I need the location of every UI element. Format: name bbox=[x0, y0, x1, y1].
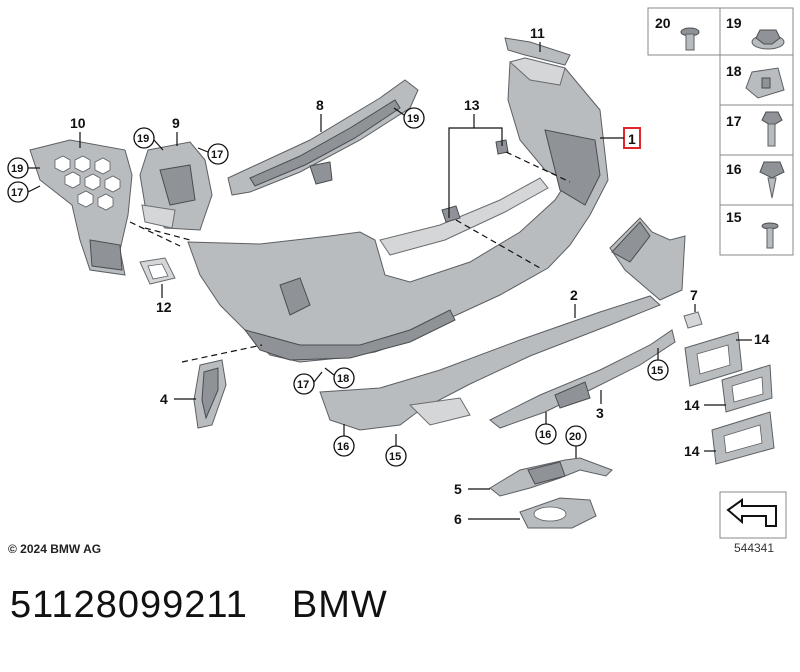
callout-1-highlighted: 1 bbox=[600, 127, 641, 149]
callout-7: 7 bbox=[690, 287, 698, 312]
svg-text:1: 1 bbox=[628, 131, 636, 147]
svg-text:12: 12 bbox=[156, 299, 172, 315]
callout-17-left: 17 bbox=[7, 181, 41, 203]
brand-name: BMW bbox=[291, 584, 388, 626]
svg-text:20: 20 bbox=[655, 15, 671, 31]
svg-text:8: 8 bbox=[316, 97, 324, 113]
svg-text:17: 17 bbox=[726, 113, 742, 129]
part-1-bumper-panel bbox=[187, 37, 609, 363]
legend-item-17: 17 bbox=[726, 111, 783, 147]
part-14-plate-brackets bbox=[684, 331, 775, 465]
callout-19-left: 19 bbox=[7, 157, 40, 179]
svg-text:15: 15 bbox=[726, 209, 742, 225]
svg-text:13: 13 bbox=[464, 97, 480, 113]
screw-icon bbox=[761, 111, 783, 147]
svg-text:17: 17 bbox=[211, 149, 223, 161]
expanding-rivet-icon bbox=[761, 222, 779, 249]
callout-20-exhaust: 20 bbox=[565, 425, 587, 458]
callout-6: 6 bbox=[454, 511, 520, 527]
clip-nut-icon bbox=[745, 67, 785, 99]
tapping-screw-icon bbox=[759, 161, 785, 199]
part-7-cap bbox=[683, 311, 703, 329]
svg-text:10: 10 bbox=[70, 115, 86, 131]
bolt-icon bbox=[680, 27, 700, 51]
svg-text:6: 6 bbox=[454, 511, 462, 527]
part-2-lower-trim bbox=[319, 217, 686, 431]
svg-text:16: 16 bbox=[726, 161, 742, 177]
legend-item-16: 16 bbox=[726, 161, 785, 199]
direction-arrow-icon bbox=[726, 498, 777, 527]
callout-14-mid: 14 bbox=[684, 397, 726, 413]
callout-19-carrier: 19 bbox=[393, 107, 425, 129]
svg-text:9: 9 bbox=[172, 115, 180, 131]
legend-item-19: 19 bbox=[726, 15, 785, 50]
part-3-diffuser bbox=[489, 329, 676, 429]
svg-text:16: 16 bbox=[337, 441, 349, 453]
callout-19-bracket9: 19 bbox=[133, 127, 164, 151]
callout-16-left: 16 bbox=[333, 424, 355, 457]
callout-16-right: 16 bbox=[535, 412, 557, 445]
nut-icon bbox=[751, 29, 785, 50]
part-number: 51128099211 bbox=[10, 584, 248, 626]
svg-text:17: 17 bbox=[11, 187, 23, 199]
svg-text:7: 7 bbox=[690, 287, 698, 303]
svg-text:18: 18 bbox=[726, 63, 742, 79]
svg-text:19: 19 bbox=[137, 133, 149, 145]
part-number-line: 51128099211 BMW bbox=[10, 584, 432, 627]
part-8-carrier bbox=[227, 79, 419, 196]
svg-text:14: 14 bbox=[754, 331, 770, 347]
legend-item-15: 15 bbox=[726, 209, 779, 249]
part-13-clips bbox=[441, 127, 509, 223]
callout-2: 2 bbox=[570, 287, 578, 318]
svg-text:16: 16 bbox=[539, 429, 551, 441]
svg-text:15: 15 bbox=[651, 365, 663, 377]
callout-8: 8 bbox=[316, 97, 324, 132]
svg-text:19: 19 bbox=[11, 163, 23, 175]
svg-text:2: 2 bbox=[570, 287, 578, 303]
callout-14-top: 14 bbox=[736, 331, 770, 347]
part-9-bracket bbox=[139, 141, 213, 231]
callout-11: 11 bbox=[530, 25, 545, 52]
orientation-arrow-box bbox=[719, 491, 787, 539]
callout-13: 13 bbox=[464, 97, 480, 128]
callout-17-bumper: 17 bbox=[293, 371, 323, 395]
callout-17-bracket9: 17 bbox=[197, 143, 229, 165]
svg-text:11: 11 bbox=[530, 25, 545, 41]
callout-12: 12 bbox=[156, 284, 172, 315]
callout-15-right: 15 bbox=[647, 348, 669, 381]
svg-text:15: 15 bbox=[389, 451, 401, 463]
part-10-bracket-left bbox=[29, 139, 133, 276]
svg-text:5: 5 bbox=[454, 481, 462, 497]
fastener-legend: 20 19 18 17 bbox=[647, 7, 794, 256]
svg-text:20: 20 bbox=[569, 431, 581, 443]
callout-4: 4 bbox=[160, 391, 196, 407]
callout-15-left: 15 bbox=[385, 434, 407, 467]
svg-text:19: 19 bbox=[407, 113, 419, 125]
part-4-reflector bbox=[193, 359, 227, 429]
legend-item-18: 18 bbox=[726, 63, 785, 99]
callout-18-bumper: 18 bbox=[324, 367, 355, 389]
svg-text:3: 3 bbox=[596, 405, 604, 421]
svg-text:18: 18 bbox=[337, 373, 349, 385]
svg-text:14: 14 bbox=[684, 443, 700, 459]
diagram-id: 544341 bbox=[733, 541, 775, 555]
svg-text:4: 4 bbox=[160, 391, 168, 407]
part-12-gasket bbox=[139, 257, 176, 285]
svg-text:14: 14 bbox=[684, 397, 700, 413]
callout-10: 10 bbox=[70, 115, 86, 148]
legend-item-20: 20 bbox=[655, 15, 700, 51]
part-5-exhaust-bracket bbox=[489, 457, 613, 497]
part-6-exhaust-tip bbox=[519, 497, 597, 529]
callout-5: 5 bbox=[454, 481, 490, 497]
callout-14-bottom: 14 bbox=[684, 443, 716, 459]
callout-9: 9 bbox=[172, 115, 180, 146]
svg-text:19: 19 bbox=[726, 15, 742, 31]
copyright-notice: © 2024 BMW AG bbox=[8, 542, 102, 556]
svg-text:17: 17 bbox=[297, 379, 309, 391]
callout-3: 3 bbox=[596, 390, 604, 421]
